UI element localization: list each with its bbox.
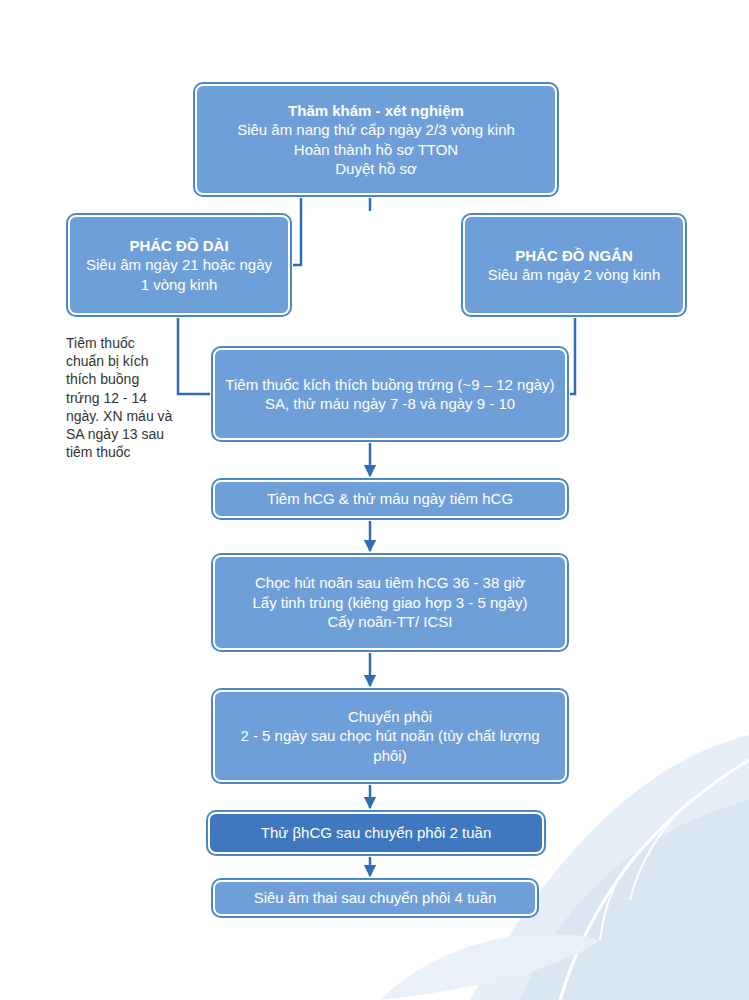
box-text: Siêu âm ngày 21 hoặc ngày 1 vòng kinh: [80, 255, 278, 294]
leaf-vein: [600, 800, 690, 940]
flow-arrow: [369, 443, 372, 476]
box-text: Siêu âm ngày 2 vòng kinh: [475, 265, 673, 285]
box-text: Siêu âm thai sau chuyển phôi 4 tuần: [225, 888, 525, 908]
flow-arrow: [369, 653, 372, 686]
box-text: PHÁC ĐỒ DÀI: [80, 236, 278, 256]
box-text: Duyệt hồ sơ: [207, 159, 545, 179]
process-box: Thử βhCG sau chuyển phôi 2 tuần: [208, 812, 544, 854]
connector-line: [570, 318, 575, 394]
flow-arrow: [369, 857, 372, 876]
flow-arrow: [369, 521, 372, 551]
box-text: Cấy noãn-TT/ ICSI: [225, 612, 555, 632]
leaf-vein: [560, 760, 749, 1000]
connector-line: [178, 318, 210, 394]
box-text: Tiêm hCG & thử máu ngày tiêm hCG: [225, 489, 555, 509]
box-text: Thử βhCG sau chuyển phôi 2 tuần: [220, 823, 532, 843]
box-text: SA, thử máu ngày 7 -8 và ngày 9 - 10: [225, 394, 555, 414]
box-text: Siêu âm nang thứ cấp ngày 2/3 vòng kinh: [207, 120, 545, 140]
box-text: Chuyển phôi: [225, 707, 555, 727]
box-text: Chọc hút noãn sau tiêm hCG 36 - 38 giờ: [225, 573, 555, 593]
process-box: PHÁC ĐỒ DÀISiêu âm ngày 21 hoặc ngày 1 v…: [68, 215, 290, 315]
flow-arrow: [369, 785, 372, 808]
box-text: Lấy tinh trùng (kiêng giao hợp 3 - 5 ngà…: [225, 593, 555, 613]
box-text: Thăm khám - xét nghiệm: [207, 101, 545, 121]
process-box: PHÁC ĐỒ NGẮNSiêu âm ngày 2 vòng kinh: [463, 215, 685, 315]
box-text: Tiêm thuốc kích thích buồng trứng (~9 – …: [225, 375, 555, 395]
process-box: Chuyển phôi2 - 5 ngày sau chọc hút noãn …: [213, 690, 567, 782]
process-box: Siêu âm thai sau chuyển phôi 4 tuần: [213, 880, 537, 916]
leaf-shape: [380, 934, 600, 1000]
leaf-shape: [520, 800, 749, 1000]
connector-line: [369, 198, 372, 211]
process-box: Thăm khám - xét nghiệmSiêu âm nang thứ c…: [195, 84, 557, 195]
process-box: Tiêm hCG & thử máu ngày tiêm hCG: [213, 480, 567, 518]
connector-line: [293, 198, 301, 265]
box-text: PHÁC ĐỒ NGẮN: [475, 246, 673, 266]
process-box: Chọc hút noãn sau tiêm hCG 36 - 38 giờLấ…: [213, 555, 567, 650]
side-note: Tiêm thuốc chuẩn bị kích thích buồng trứ…: [66, 334, 176, 461]
box-text: Hoàn thành hồ sơ TTON: [207, 140, 545, 160]
box-text: 2 - 5 ngày sau chọc hút noãn (tùy chất l…: [225, 726, 555, 765]
process-box: Tiêm thuốc kích thích buồng trứng (~9 – …: [213, 348, 567, 440]
